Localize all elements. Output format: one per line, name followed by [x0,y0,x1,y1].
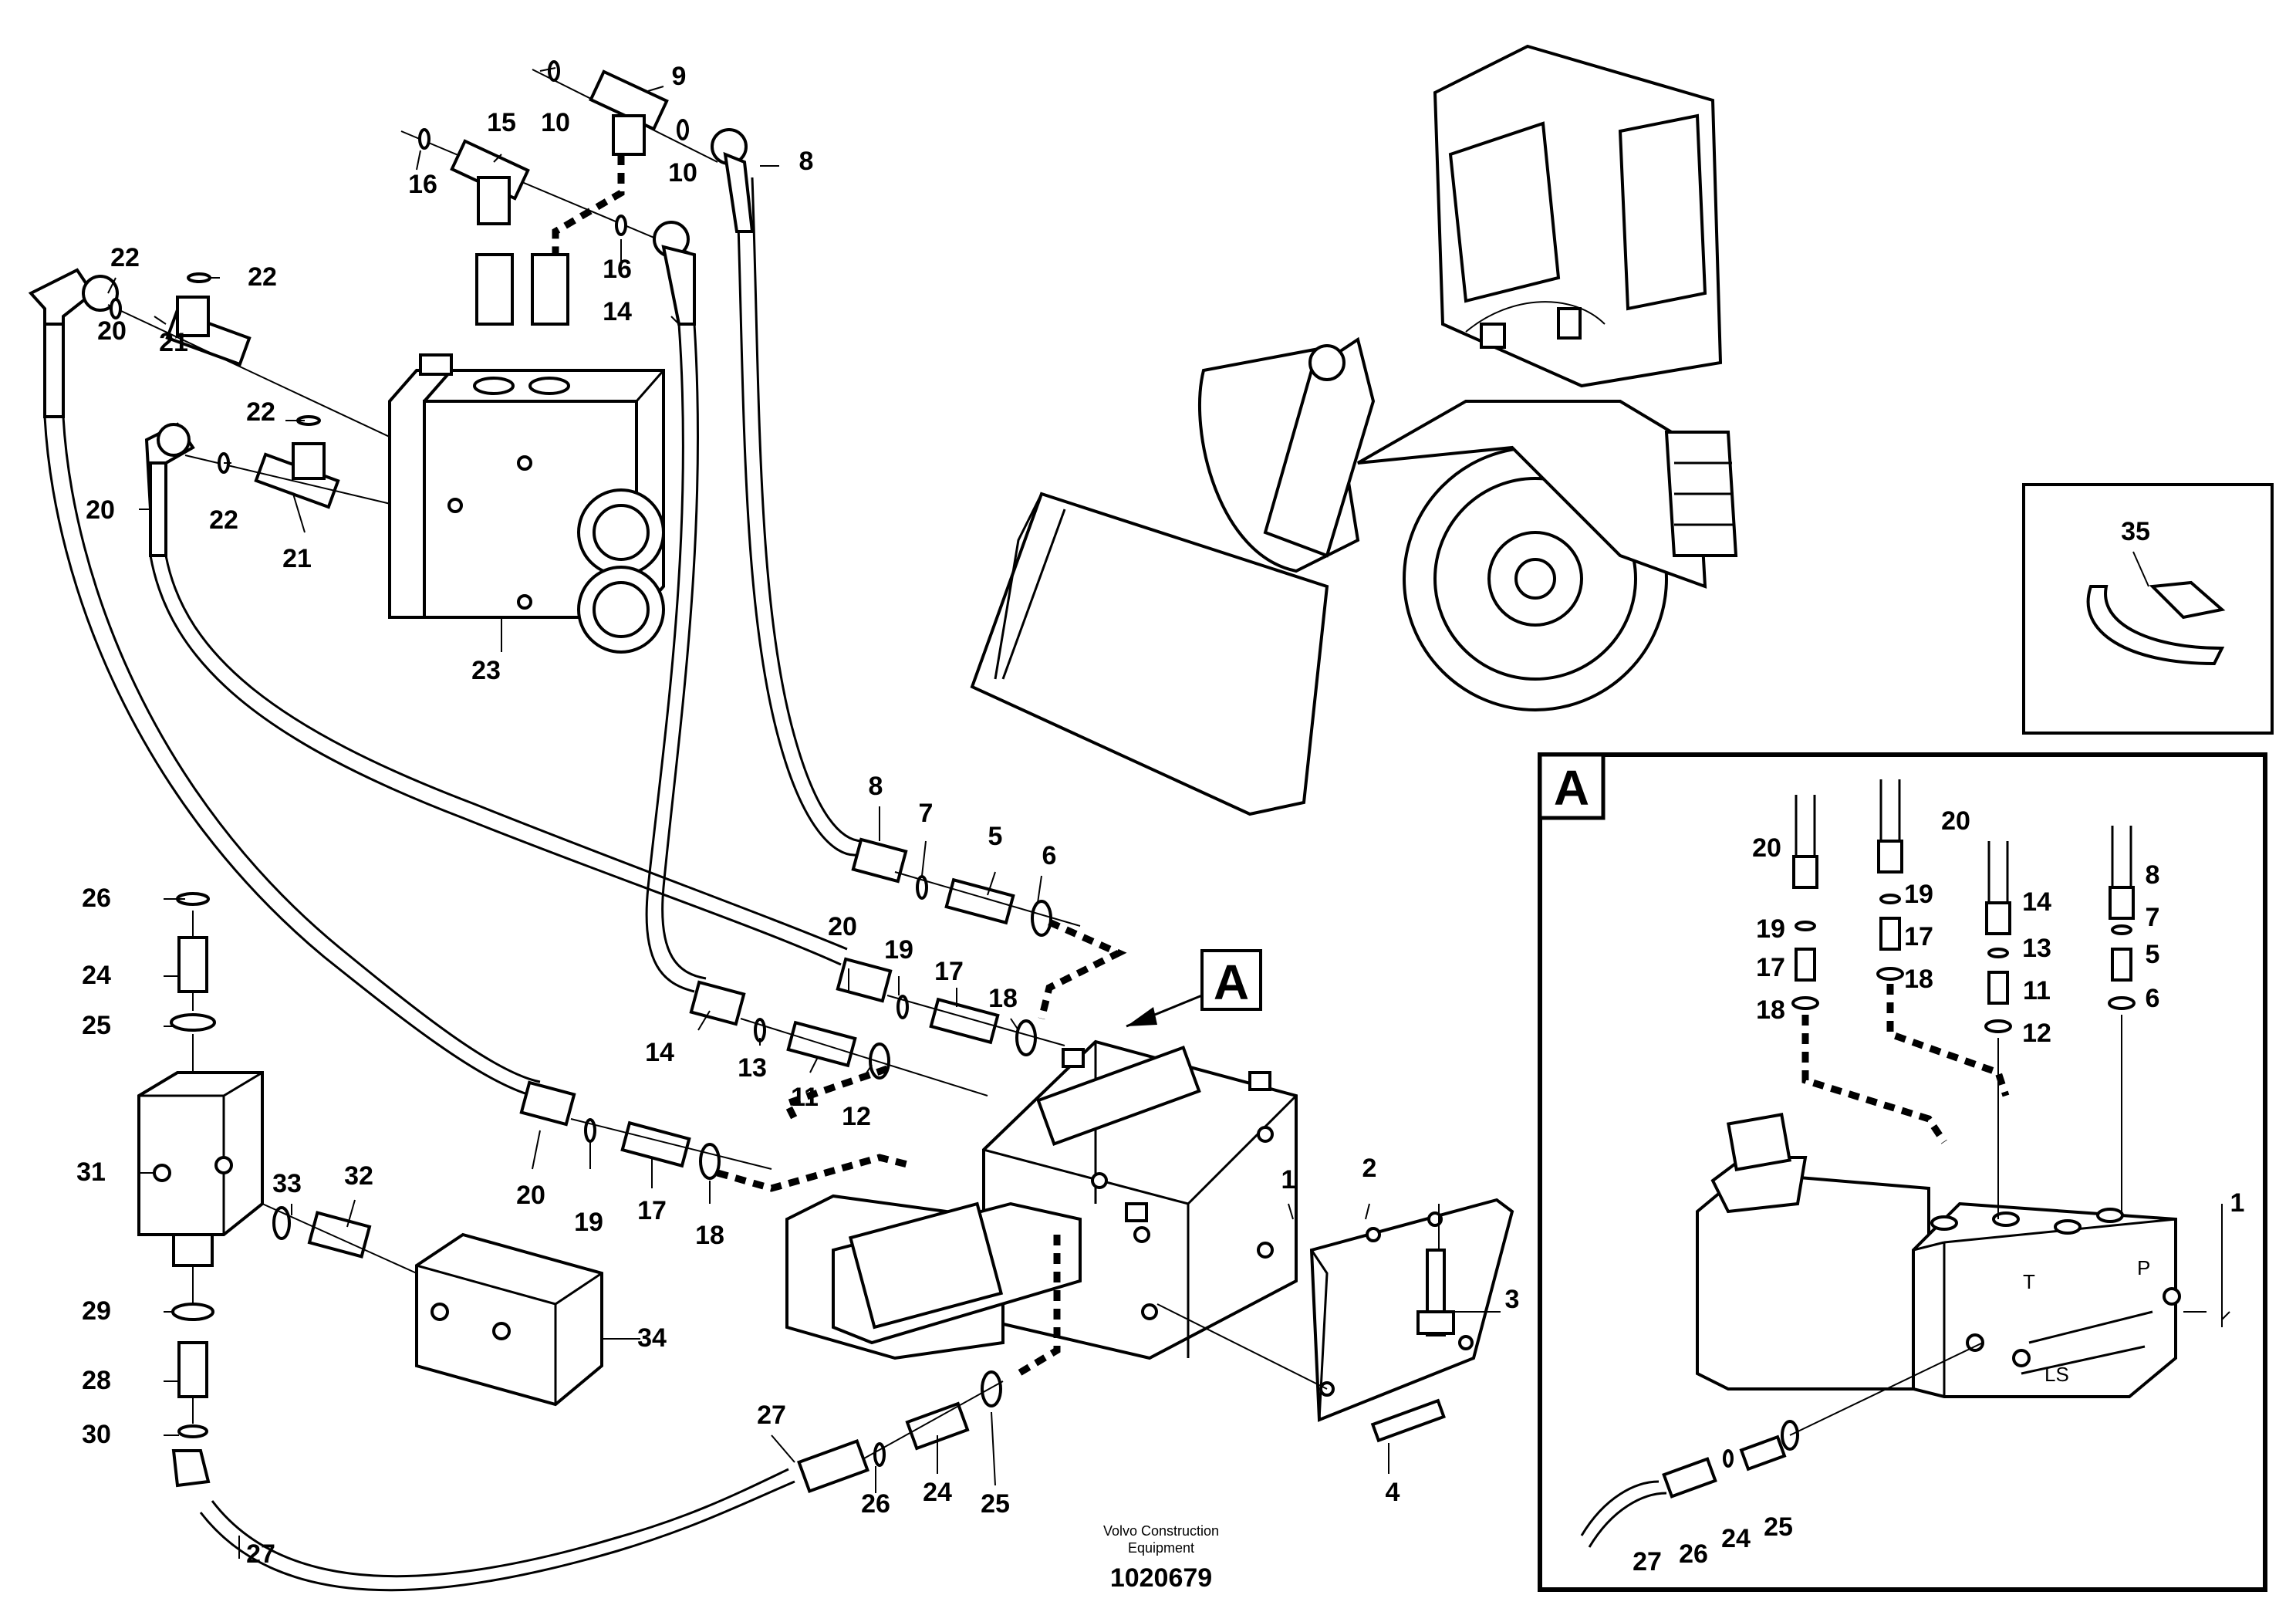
part-callout-8: 8 [869,772,883,801]
part-callout-5: 5 [988,822,1003,851]
detail-callout-12: 12 [2022,1019,2051,1048]
part-callout-12: 12 [842,1102,871,1131]
pressure-switch-assembly [137,892,603,1488]
part-callout-4: 4 [1386,1478,1400,1507]
part-callout-10: 10 [668,158,697,188]
part-callout-18: 18 [695,1221,724,1250]
detail-callout-11: 11 [2023,976,2051,1005]
part-callout-20: 20 [86,495,115,525]
detail-callout-20: 20 [1941,806,1970,836]
part-callout-29: 29 [82,1296,111,1326]
detail-callout-6: 6 [2146,984,2160,1013]
drawing-number: 1020679 [1110,1563,1212,1593]
detail-callout-17: 17 [1756,953,1785,982]
part-callout-19: 19 [884,935,913,965]
detail-A-label: A [1554,760,1589,816]
part-callout-25: 25 [981,1489,1010,1519]
part-callout-14: 14 [603,297,632,326]
part-callout-32: 32 [344,1161,373,1191]
wheel-loader-illustration [970,44,1738,816]
company-line-2: Equipment [1128,1540,1194,1556]
part-callout-20: 20 [516,1181,545,1210]
detail-callout-18: 18 [1756,995,1785,1025]
detail-callout-17: 17 [1904,922,1933,951]
top-fittings [400,60,755,326]
detail-callout-27: 27 [1633,1547,1662,1576]
part-callout-9: 9 [672,62,687,91]
detail-callout-19: 19 [1756,914,1785,944]
part-callout-28: 28 [82,1366,111,1395]
valve-port-fittings [519,837,1127,1377]
detail-callout-7: 7 [2146,903,2160,932]
detail-callout-labels: 20 20 19 17 18 19 17 18 14 13 11 12 8 7 5 6 1 27 26 24 25 [1633,806,2244,1576]
detail-callout-25: 25 [1764,1512,1793,1542]
valve-block-23 [388,353,665,654]
detail-callout-18: 18 [1904,965,1933,994]
part-callout-1: 1 [1281,1165,1296,1195]
detail-callout-19: 19 [1904,880,1933,909]
part-callout-27: 27 [757,1401,786,1430]
detail-callout-26: 26 [1679,1539,1708,1569]
part-callout-24: 24 [82,961,111,990]
valve-mark-t: T [2023,1270,2035,1293]
part-callout-20: 20 [97,316,127,346]
part-callout-30: 30 [82,1420,111,1449]
part-callout-19: 19 [574,1208,603,1237]
part-callout-22: 22 [110,243,140,272]
left-fittings [28,268,479,557]
part-callout-25: 25 [82,1011,111,1040]
detail-callout-8: 8 [2146,860,2160,890]
part-callout-23: 23 [471,656,501,685]
valve-mark-p: P [2137,1256,2150,1279]
part-callout-35: 35 [2121,517,2150,546]
part-callout-21: 21 [282,544,312,573]
part-callout-15: 15 [487,108,516,137]
part-callout-33: 33 [272,1169,302,1198]
detail-callout-13: 13 [2022,934,2051,963]
part-callout-17: 17 [637,1196,667,1225]
part-callout-16: 16 [603,255,632,284]
company-line-1: Volvo Construction [1103,1523,1219,1539]
part-callout-13: 13 [738,1053,767,1083]
detail-callout-14: 14 [2022,887,2051,917]
clip-detail-box [2022,483,2274,735]
detail-callout-24: 24 [1721,1524,1751,1553]
detail-callout-1: 1 [2230,1188,2245,1218]
valve-mark-ls: LS [2044,1363,2069,1386]
part-callout-18: 18 [988,984,1018,1013]
detail-view-A [1538,752,2267,1592]
detail-callout-20: 20 [1752,833,1781,863]
main-valve-assembly [785,1039,1298,1360]
part-callout-27: 27 [246,1539,275,1569]
part-callout-34: 34 [637,1323,667,1353]
bracket-2 [1156,1198,1514,1443]
part-callout-10: 10 [541,108,570,137]
part-callout-7: 7 [919,799,934,828]
callout-A [1126,949,1262,1028]
part-callout-11: 11 [791,1083,819,1112]
part-callout-17: 17 [934,957,964,986]
part-callout-26: 26 [82,884,111,913]
part-callout-20: 20 [828,912,857,941]
leader-lines [107,67,1501,1559]
part-callout-3: 3 [1505,1285,1520,1314]
callout-A-label: A [1214,955,1249,1010]
part-callout-22: 22 [246,397,275,427]
part-callout-22: 22 [248,262,277,292]
part-callout-14: 14 [645,1038,674,1067]
part-callout-16: 16 [408,170,437,199]
part-callout-22: 22 [209,505,238,535]
part-callout-6: 6 [1042,841,1057,870]
part-callout-26: 26 [861,1489,890,1519]
detail-callout-5: 5 [2146,940,2160,969]
part-callout-8: 8 [799,147,814,176]
bottom-fittings [797,1370,1004,1494]
part-callout-31: 31 [76,1157,106,1187]
part-callout-21: 21 [159,328,188,357]
part-callout-24: 24 [923,1478,952,1507]
part-callout-2: 2 [1362,1154,1377,1183]
